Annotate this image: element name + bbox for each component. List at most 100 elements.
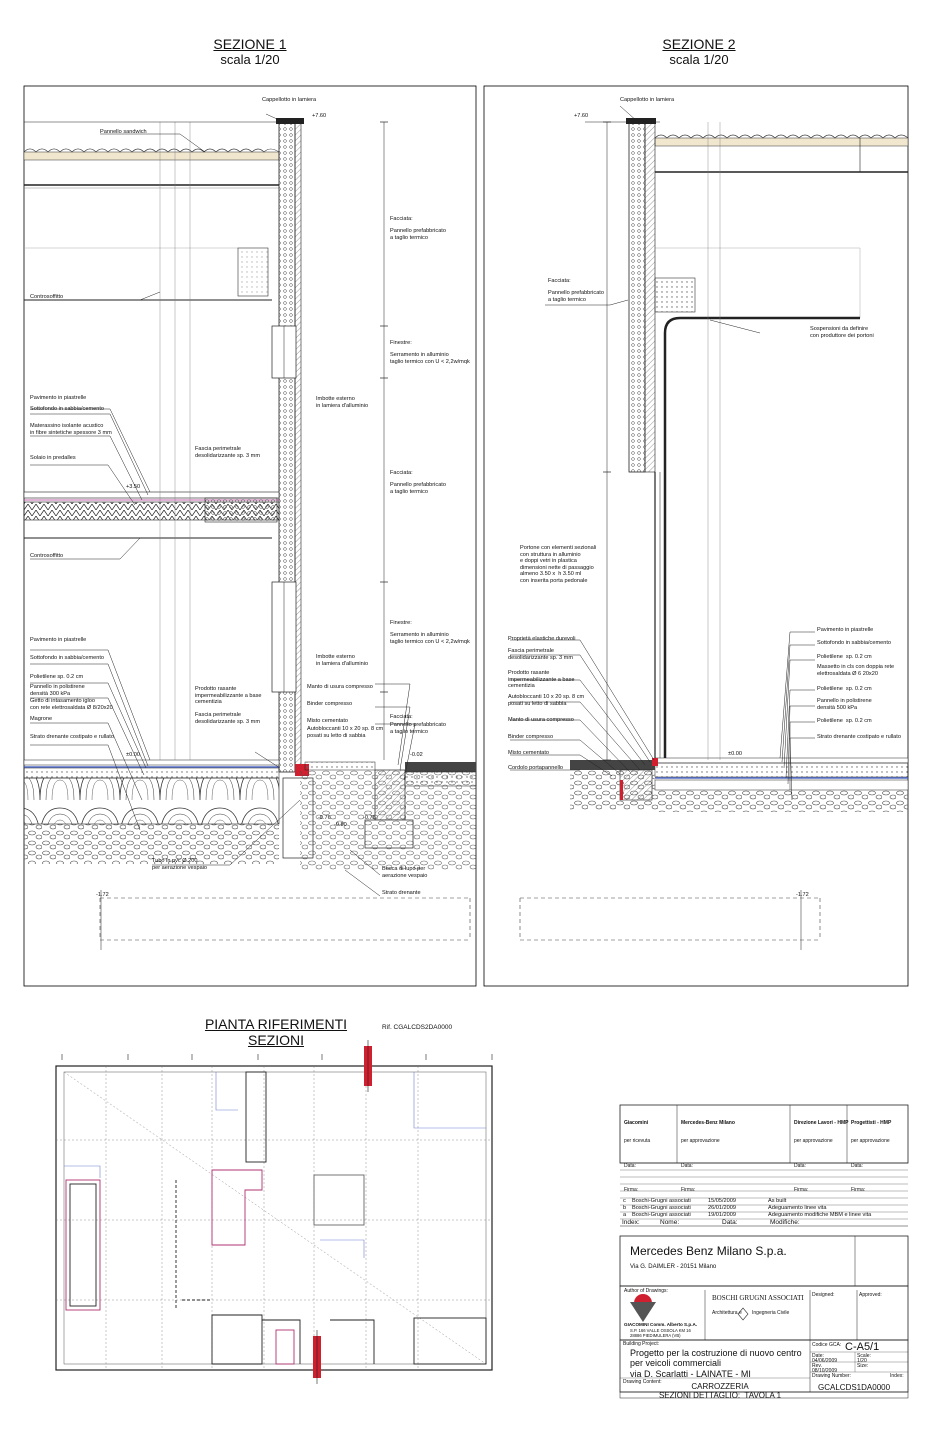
contractor-logo	[630, 1294, 656, 1322]
s1-label: Finestre:	[390, 620, 412, 626]
approval-date: Data:	[681, 1163, 693, 1169]
s2-label: Strato drenante costipato e rullato	[817, 734, 901, 740]
client-name: Mercedes Benz Milano S.p.a.	[630, 1244, 787, 1258]
approval-name: Giacomini	[624, 1120, 649, 1126]
approval-role: per ricevuta	[624, 1138, 651, 1144]
contractor-name: GIACOMINI Comm. Alberto S.p.A.	[624, 1322, 698, 1327]
drawing-content: CARROZZERIA SEZIONI DETTAGLIO: TAVOLA 1	[658, 1382, 782, 1400]
s1-level: ±0.00	[126, 752, 140, 758]
scale-value: 1/20	[857, 1358, 867, 1364]
s1-label: Imbotte esterno in lamiera d'alluminio	[316, 654, 369, 667]
s1-level: -0.02	[410, 752, 423, 758]
s1-label: Strato drenante	[382, 890, 421, 896]
s1-label: Pannello prefabbricato a taglio termico	[390, 722, 446, 735]
s2-level: -1.72	[796, 892, 809, 898]
approval-sign: Firma:	[624, 1187, 639, 1193]
s2-label: Binder compresso	[508, 734, 554, 740]
s2-label: Misto cementato	[508, 750, 550, 756]
revision-change: Adeguamento linee vita	[768, 1205, 827, 1211]
section-2-title: SEZIONE 2 scala 1/20	[644, 36, 754, 68]
approval-sign: Firma:	[681, 1187, 696, 1193]
s1-label: Facciata:	[390, 714, 413, 720]
client-address: Via G. DAIMLER - 20151 Milano	[630, 1264, 717, 1270]
approval-role: per approvazione	[794, 1138, 833, 1144]
revision-header-date: Data:	[722, 1219, 738, 1226]
author-label: Author of Drawings:	[624, 1288, 668, 1294]
s1-label: Pannello prefabbricato a taglio termico	[390, 482, 446, 495]
revision-index: c	[623, 1198, 626, 1204]
rev-value: 08/10/2009	[812, 1368, 838, 1374]
plan-title: PIANTA RIFERIMENTI SEZIONI	[176, 1016, 376, 1048]
s1-level: +7.60	[312, 113, 327, 119]
s1-label: Cappellotto in lamiera	[262, 97, 317, 103]
approval-name: Mercedes-Benz Milano	[681, 1120, 735, 1126]
date-label: Date:	[812, 1353, 824, 1359]
approval-date: Data:	[624, 1163, 636, 1169]
s1-label: Manto di usura compresso	[307, 684, 373, 690]
s1-label: Autobloccanti 10 x 20 sp. 8 cm posati su…	[307, 726, 384, 739]
s1-label: Polietilene sp. 0.2 cm	[30, 674, 84, 680]
s1-label: Pannello sandwich	[100, 129, 147, 135]
s1-label: Binder compresso	[307, 701, 353, 707]
s1-label: Strato drenante costipato e rullato	[30, 734, 114, 740]
s2-label: Pannello in polistirene densità 500 kPa	[817, 698, 872, 711]
s1-label: Getto di intasamento igloo con rete elet…	[30, 698, 113, 711]
s1-label: Sottofondo in sabbia/cemento	[30, 655, 105, 661]
s2-label: Pannello prefabbricato a taglio termico	[548, 290, 604, 303]
s2-level: +7.60	[574, 113, 589, 119]
section-1-heading: SEZIONE 1	[213, 36, 287, 52]
section-2-scale: scala 1/20	[669, 52, 729, 67]
s1-label: Serramento in alluminio taglio termico c…	[390, 632, 470, 645]
s1-label: Finestre:	[390, 340, 412, 346]
architect-logo	[737, 1307, 749, 1321]
approval-name: Progettisti - HMP	[851, 1120, 892, 1126]
s2-label: Cappellotto in lamiera	[620, 97, 675, 103]
s2-label: Pavimento in piastrelle	[817, 627, 874, 633]
s1-label: Controsoffitto	[30, 294, 64, 300]
approval-date: Data:	[851, 1163, 863, 1169]
revision-change: As built	[768, 1198, 787, 1204]
s2-label: Prodotto rasante impermeabilizzante a ba…	[508, 670, 575, 690]
s1-level: -0.76	[363, 815, 376, 821]
revision-date: 26/01/2009	[708, 1205, 736, 1211]
approval-direzione: Direzione Lavori - HMP per approvazione …	[794, 1108, 848, 1205]
s2-label: Sottofondo in sabbia/cemento	[817, 640, 892, 646]
building-label: Building Project:	[623, 1341, 660, 1347]
revision-header-change: Modifiche:	[770, 1219, 800, 1226]
rev-label: Rev.	[812, 1363, 822, 1369]
s1-level: -0.76	[318, 815, 331, 821]
approval-name: Direzione Lavori - HMP	[794, 1120, 849, 1126]
project-address: via D. Scarlatti - LAINATE - MI	[630, 1369, 751, 1379]
approval-sign: Firma:	[794, 1187, 809, 1193]
s1-label: Facciata:	[390, 216, 413, 222]
s2-label: Autobloccanti 10 x 20 sp. 8 cm posati su…	[508, 694, 585, 707]
revision-name: Boschi-Grugni associati	[632, 1198, 691, 1204]
s2-label: Sospensioni da definire con produttore d…	[810, 326, 874, 339]
s1-label: Imbotte esterno in lamiera d'alluminio	[316, 396, 369, 409]
s1-label: Bocca di lupo per aerazione vespaio	[382, 866, 428, 879]
s1-label: Serramento in alluminio taglio termico c…	[390, 352, 470, 365]
approval-mercedes: Mercedes-Benz Milano per approvazione Da…	[681, 1108, 735, 1205]
architect-sub2: Ingegneria Civile	[752, 1310, 790, 1316]
scale-label: Scale:	[857, 1353, 871, 1359]
s1-label: Pannello in polistirene densità 300 kPa	[30, 684, 85, 697]
section-1-scale: scala 1/20	[220, 52, 280, 67]
revision-date: 15/05/2009	[708, 1198, 736, 1204]
s1-label: Controsoffitto	[30, 553, 64, 559]
designed-label: Designed:	[812, 1292, 835, 1298]
approved-label: Approved:	[859, 1292, 882, 1298]
revision-name: Boschi-Grugni associati	[632, 1205, 691, 1211]
approval-role: per approvazione	[851, 1138, 890, 1144]
s1-label: Facciata:	[390, 470, 413, 476]
s1-label: Fascia perimetrale desolidarizzante sp. …	[195, 446, 260, 459]
s2-label: Polietilene sp. 0.2 cm	[817, 718, 872, 724]
s1-label: Fascia perimetrale desolidarizzante sp. …	[195, 712, 260, 725]
s2-label: Fascia perimetrale desolidarizzante sp. …	[508, 648, 573, 661]
revision-index: a	[623, 1212, 627, 1218]
s1-label: Pavimento in piastrelle	[30, 637, 87, 643]
s1-label: Sottofondo in sabbia/cemento	[30, 406, 105, 412]
plan-reference: Rif. CGALCDS2DA0000	[382, 1024, 453, 1031]
code-label: Codice GCA:	[812, 1342, 842, 1348]
